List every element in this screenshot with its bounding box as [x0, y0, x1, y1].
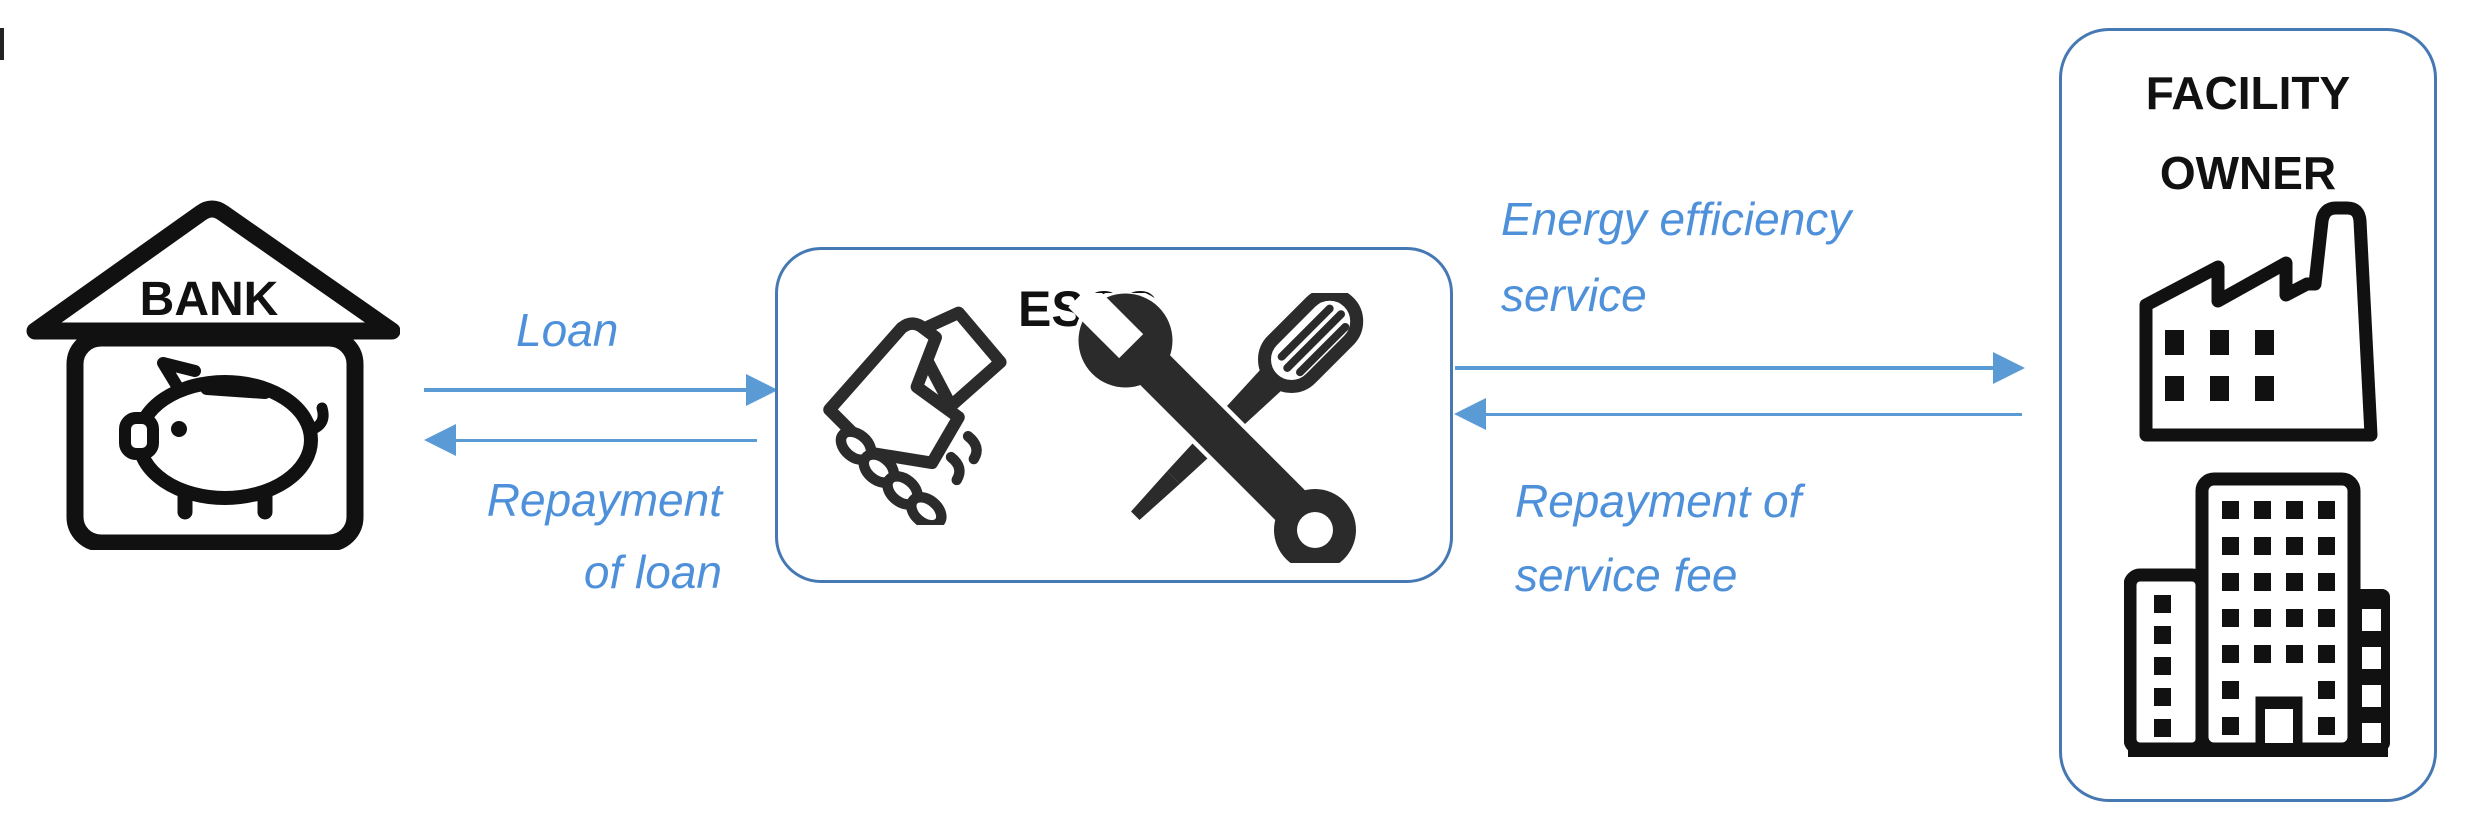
energy-service-label: Energy efficiency service	[1501, 193, 1852, 321]
wrench-icon	[1068, 293, 1361, 563]
bank-label: BANK	[139, 273, 279, 326]
bank-piggy-bank-icon	[26, 200, 400, 550]
service-fee-arrow-line	[1486, 413, 2022, 416]
esco-node: ESCO	[775, 247, 1453, 583]
facility-owner-title: FACILITY OWNER	[2145, 67, 2351, 199]
factory-icon	[2139, 201, 2378, 442]
handshake-icon	[823, 306, 1007, 525]
energy-service-arrow-line	[1455, 366, 1993, 370]
wrench-screwdriver-icon	[1068, 293, 1364, 563]
service-fee-arrowhead-icon	[1454, 398, 1486, 430]
loan-arrowhead-icon	[746, 374, 778, 406]
loan-label: Loan	[516, 304, 619, 356]
loan-repayment-arrow-line	[456, 439, 757, 442]
edge-artifact	[0, 28, 4, 60]
loan-arrow-line	[424, 388, 746, 392]
service-fee-label: Repayment of service fee	[1515, 475, 1802, 601]
piggy-bank-icon	[119, 357, 329, 520]
loan-repayment-label: Repayment of loan	[486, 474, 722, 598]
city-buildings-icon	[2124, 472, 2390, 757]
loan-repayment-arrowhead-icon	[424, 424, 456, 456]
bank-node: BANK	[25, 200, 400, 550]
energy-service-arrowhead-icon	[1993, 352, 2025, 384]
facility-owner-node: FACILITY OWNER	[2059, 28, 2437, 802]
